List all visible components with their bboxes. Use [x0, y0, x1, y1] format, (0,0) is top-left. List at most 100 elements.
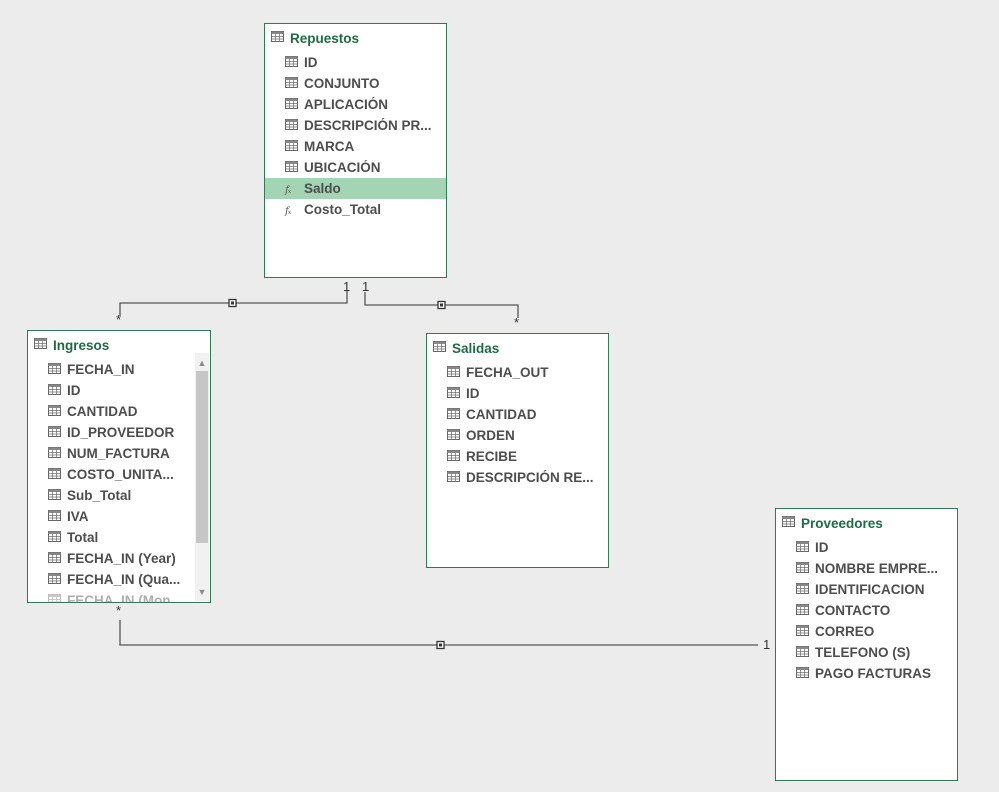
column-icon	[447, 469, 460, 487]
field-label: Sub_Total	[67, 488, 132, 503]
field-label: IVA	[67, 509, 89, 524]
field-row-salidas[interactable]: FECHA_OUT	[427, 362, 608, 383]
field-label: CONJUNTO	[304, 76, 380, 91]
field-label: ID	[304, 55, 318, 70]
field-row-ingresos[interactable]: FECHA_IN	[28, 359, 194, 380]
field-row-proveedores[interactable]: IDENTIFICACION	[776, 579, 957, 600]
field-label: IDENTIFICACION	[815, 582, 925, 597]
field-label: CORREO	[815, 624, 875, 639]
cardinality-one-proveedores: 1	[763, 637, 771, 652]
table-icon	[34, 336, 47, 354]
field-row-ingresos[interactable]: IVA	[28, 506, 194, 527]
column-icon	[285, 138, 298, 156]
field-row-proveedores[interactable]: TELEFONO (S)	[776, 642, 957, 663]
column-icon	[48, 382, 61, 400]
table-header-ingresos[interactable]: Ingresos	[34, 337, 109, 353]
scroll-up-icon[interactable]: ▲	[197, 358, 207, 368]
column-icon	[447, 448, 460, 466]
field-row-ingresos[interactable]: ID_PROVEEDOR	[28, 422, 194, 443]
column-icon	[796, 665, 809, 683]
field-row-repuestos[interactable]: DESCRIPCIÓN PR...	[265, 115, 446, 136]
field-row-repuestos[interactable]: CONJUNTO	[265, 73, 446, 94]
field-label: DESCRIPCIÓN PR...	[304, 118, 432, 133]
table-title-salidas: Salidas	[452, 340, 500, 356]
field-label: ID	[815, 540, 829, 555]
column-icon	[796, 539, 809, 557]
field-row-ingresos[interactable]: NUM_FACTURA	[28, 443, 194, 464]
column-icon	[48, 445, 61, 463]
field-row-ingresos[interactable]: Total	[28, 527, 194, 548]
field-row-salidas[interactable]: CANTIDAD	[427, 404, 608, 425]
table-card-proveedores[interactable]: Proveedores ID NOMBRE EMPRE... IDENTIFICAC…	[775, 508, 958, 781]
field-row-proveedores[interactable]: CONTACTO	[776, 600, 957, 621]
cardinality-many-ingresos: *	[116, 312, 122, 327]
field-row-salidas[interactable]: ORDEN	[427, 425, 608, 446]
column-icon	[285, 117, 298, 135]
field-row-proveedores[interactable]: ID	[776, 537, 957, 558]
field-row-ingresos[interactable]: FECHA_IN (Qua...	[28, 569, 194, 590]
field-row-proveedores[interactable]: CORREO	[776, 621, 957, 642]
field-row-repuestos[interactable]: APLICACIÓN	[265, 94, 446, 115]
field-row-proveedores[interactable]: NOMBRE EMPRE...	[776, 558, 957, 579]
column-icon	[796, 623, 809, 641]
field-row-ingresos[interactable]: Sub_Total	[28, 485, 194, 506]
field-row-proveedores[interactable]: PAGO FACTURAS	[776, 663, 957, 684]
column-icon	[48, 529, 61, 547]
table-header-salidas[interactable]: Salidas	[433, 340, 499, 356]
field-label: FECHA_IN	[67, 362, 135, 377]
field-row-repuestos[interactable]: MARCA	[265, 136, 446, 157]
field-label: Saldo	[304, 181, 341, 196]
ingresos-scrollbar[interactable]: ▲ ▼	[195, 353, 209, 601]
cardinality-one-repuestos-ingresos: 1	[343, 279, 351, 294]
field-row-repuestos[interactable]: UBICACIÓN	[265, 157, 446, 178]
table-header-proveedores[interactable]: Proveedores	[782, 515, 883, 531]
field-label: UBICACIÓN	[304, 160, 381, 175]
column-icon	[447, 364, 460, 382]
table-title-repuestos: Repuestos	[290, 30, 360, 46]
field-label: Total	[67, 530, 99, 545]
field-label: CANTIDAD	[466, 407, 537, 422]
field-row-ingresos[interactable]: FECHA_IN (Mon...	[28, 590, 194, 603]
field-label: FECHA_IN (Qua...	[67, 572, 181, 587]
field-label: FECHA_IN (Mon...	[67, 593, 182, 603]
field-label: RECIBE	[466, 449, 518, 464]
table-card-repuestos[interactable]: Repuestos ID CONJUNTO APLICACIÓN DESCRIPCIÓ…	[264, 23, 447, 278]
column-icon	[285, 96, 298, 114]
table-title-ingresos: Ingresos	[53, 337, 110, 353]
relationship-repuestos-salidas[interactable]	[364, 292, 519, 318]
field-row-salidas[interactable]: RECIBE	[427, 446, 608, 467]
column-icon	[796, 602, 809, 620]
field-label: MARCA	[304, 139, 355, 154]
field-row-ingresos[interactable]: CANTIDAD	[28, 401, 194, 422]
field-row-ingresos[interactable]: FECHA_IN (Year)	[28, 548, 194, 569]
field-row-repuestos[interactable]: ID	[265, 52, 446, 73]
column-icon	[48, 487, 61, 505]
column-icon	[285, 54, 298, 72]
field-label: NOMBRE EMPRE...	[815, 561, 939, 576]
field-row-ingresos[interactable]: ID	[28, 380, 194, 401]
field-row-ingresos[interactable]: COSTO_UNITA...	[28, 464, 194, 485]
column-icon	[447, 427, 460, 445]
relationship-repuestos-ingresos[interactable]	[119, 290, 348, 316]
field-label: FECHA_IN (Year)	[67, 551, 176, 566]
field-label: ID	[67, 383, 81, 398]
table-title-proveedores: Proveedores	[801, 515, 883, 531]
column-icon	[48, 508, 61, 526]
column-icon	[48, 403, 61, 421]
table-header-repuestos[interactable]: Repuestos	[271, 30, 359, 46]
column-icon	[48, 550, 61, 568]
scroll-down-icon[interactable]: ▼	[197, 587, 207, 597]
scrollbar-thumb[interactable]	[196, 371, 208, 543]
field-row-salidas[interactable]: ID	[427, 383, 608, 404]
field-row-salidas[interactable]: DESCRIPCIÓN RE...	[427, 467, 608, 488]
relationship-proveedores-ingresos[interactable]	[119, 620, 758, 650]
field-label: APLICACIÓN	[304, 97, 388, 112]
table-icon	[433, 339, 446, 357]
field-label: COSTO_UNITA...	[67, 467, 174, 482]
